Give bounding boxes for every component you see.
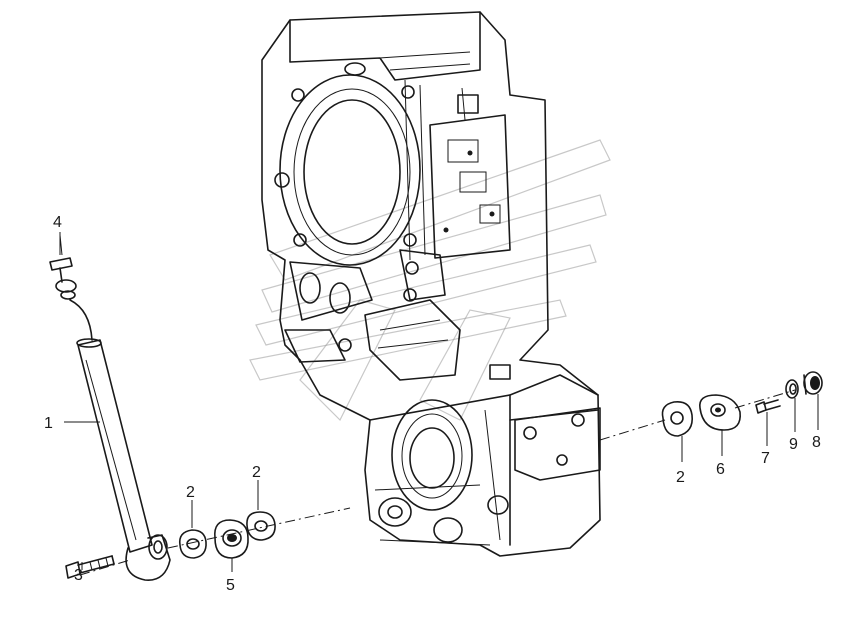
callout-1: 1 xyxy=(44,415,53,432)
part-5-flange xyxy=(213,519,249,559)
part-2-gasket-left xyxy=(178,529,207,559)
callout-6: 6 xyxy=(716,461,725,478)
callout-7: 7 xyxy=(761,450,770,467)
part-1-dipstick-tube xyxy=(76,338,171,581)
callout-9: 9 xyxy=(789,436,798,453)
callout-2: 2 xyxy=(252,464,261,481)
part-4-dipstick-cap xyxy=(49,234,93,341)
callout-labels: 1 2 2 2 3 4 5 2 6 7 9 8 xyxy=(44,214,821,594)
transmission-housing xyxy=(261,11,601,557)
callout-2: 2 xyxy=(186,484,195,501)
callout-4: 4 xyxy=(53,214,62,231)
part-6-cover-plate xyxy=(699,394,741,431)
part-2-gasket-right xyxy=(246,511,276,541)
part-8-plug xyxy=(803,371,823,395)
part-2-gasket-side xyxy=(661,400,694,437)
callout-5: 5 xyxy=(226,577,235,594)
callout-2: 2 xyxy=(676,469,685,486)
callout-3: 3 xyxy=(74,567,83,584)
part-9-washer xyxy=(785,379,799,399)
assembly-centerlines xyxy=(79,389,796,576)
leader-lines xyxy=(59,232,819,572)
watermark-logo xyxy=(249,139,611,422)
part-7-screw xyxy=(755,399,781,414)
part-3-bolt xyxy=(65,555,115,579)
callout-8: 8 xyxy=(812,434,821,451)
